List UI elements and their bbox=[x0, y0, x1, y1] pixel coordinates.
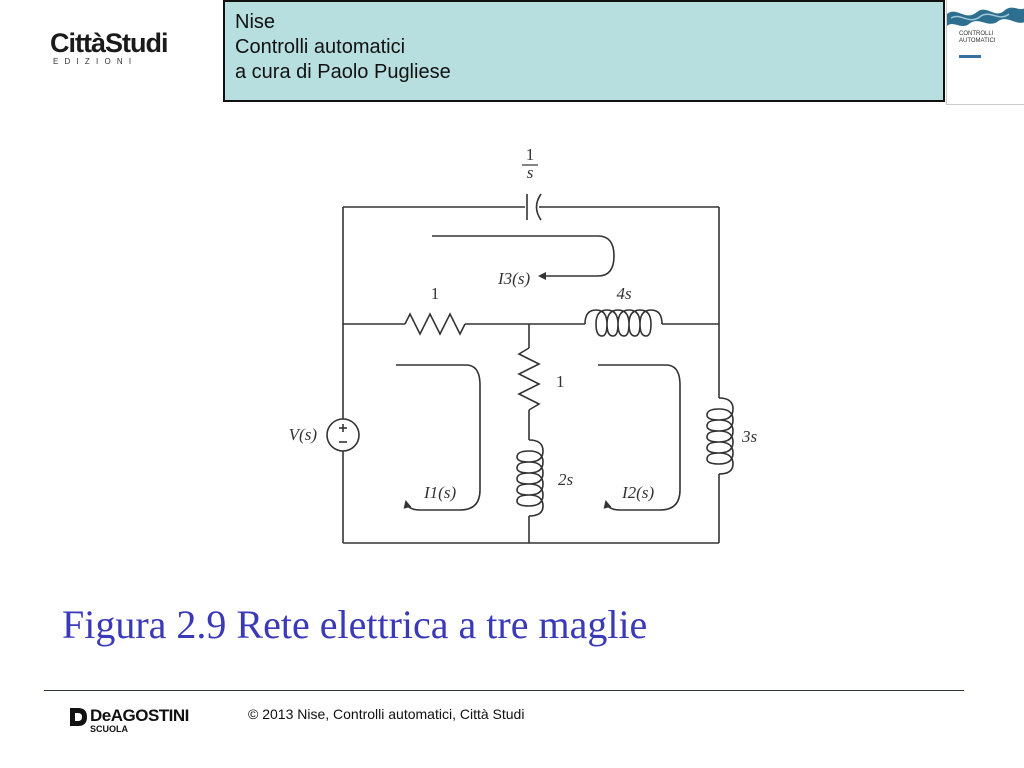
capacitor-label-numerator: 1 bbox=[526, 145, 535, 164]
footer-copyright: © 2013 Nise, Controlli automatici, Città… bbox=[248, 706, 525, 722]
resistor-center bbox=[517, 347, 541, 411]
inductor-top-label: 4s bbox=[616, 284, 632, 303]
inductor-top bbox=[584, 309, 663, 337]
book-cover-art bbox=[947, 7, 1024, 58]
cittastudi-logo-sub: EDIZIONI bbox=[53, 57, 138, 66]
figure-caption: Figura 2.9 Rete elettrica a tre maglie bbox=[62, 602, 648, 647]
mesh1-label: I1(s) bbox=[423, 483, 456, 502]
deagostini-logo: DeAGOSTINI SCUOLA bbox=[68, 705, 208, 741]
inductor-right-label: 3s bbox=[741, 427, 758, 446]
header-editor: a cura di Paolo Pugliese bbox=[235, 61, 451, 83]
mesh1-arrow bbox=[396, 364, 481, 511]
resistor-center-label: 1 bbox=[556, 372, 565, 391]
deagostini-logo-sub: SCUOLA bbox=[90, 724, 128, 734]
inductor-center-label: 2s bbox=[558, 470, 574, 489]
resistor-top bbox=[404, 312, 466, 336]
header-book-title: Controlli automatici bbox=[235, 36, 406, 58]
mesh2-arrow bbox=[598, 364, 681, 511]
header-author: Nise bbox=[235, 11, 276, 33]
mesh3-label: I3(s) bbox=[497, 269, 530, 288]
book-cover-thumbnail: CONTROLLI AUTOMATICI bbox=[946, 0, 1024, 105]
three-mesh-circuit-diagram: 1 s 1 4s 1 2s 3s V(s) I3(s) I1(s) I2(s) bbox=[289, 145, 758, 544]
inductor-center bbox=[516, 439, 544, 517]
capacitor-label-denominator: s bbox=[527, 163, 534, 182]
deagostini-logo-mark bbox=[70, 708, 87, 726]
inductor-right bbox=[706, 397, 734, 475]
mesh2-label: I2(s) bbox=[621, 483, 654, 502]
mesh3-arrow bbox=[432, 235, 615, 280]
cittastudi-logo-name: CittàStudi bbox=[50, 28, 168, 58]
voltage-source bbox=[326, 418, 360, 452]
cittastudi-logo: CittàStudi EDIZIONI bbox=[50, 28, 168, 68]
deagostini-logo-brand: DeAGOSTINI bbox=[90, 706, 189, 725]
footer-divider bbox=[44, 690, 964, 691]
resistor-top-label: 1 bbox=[431, 284, 440, 303]
capacitor bbox=[526, 193, 542, 221]
book-cover-title: CONTROLLI AUTOMATICI bbox=[959, 31, 996, 44]
header-box: Nise Controlli automatici a cura di Paol… bbox=[223, 0, 945, 102]
source-label: V(s) bbox=[289, 425, 318, 444]
